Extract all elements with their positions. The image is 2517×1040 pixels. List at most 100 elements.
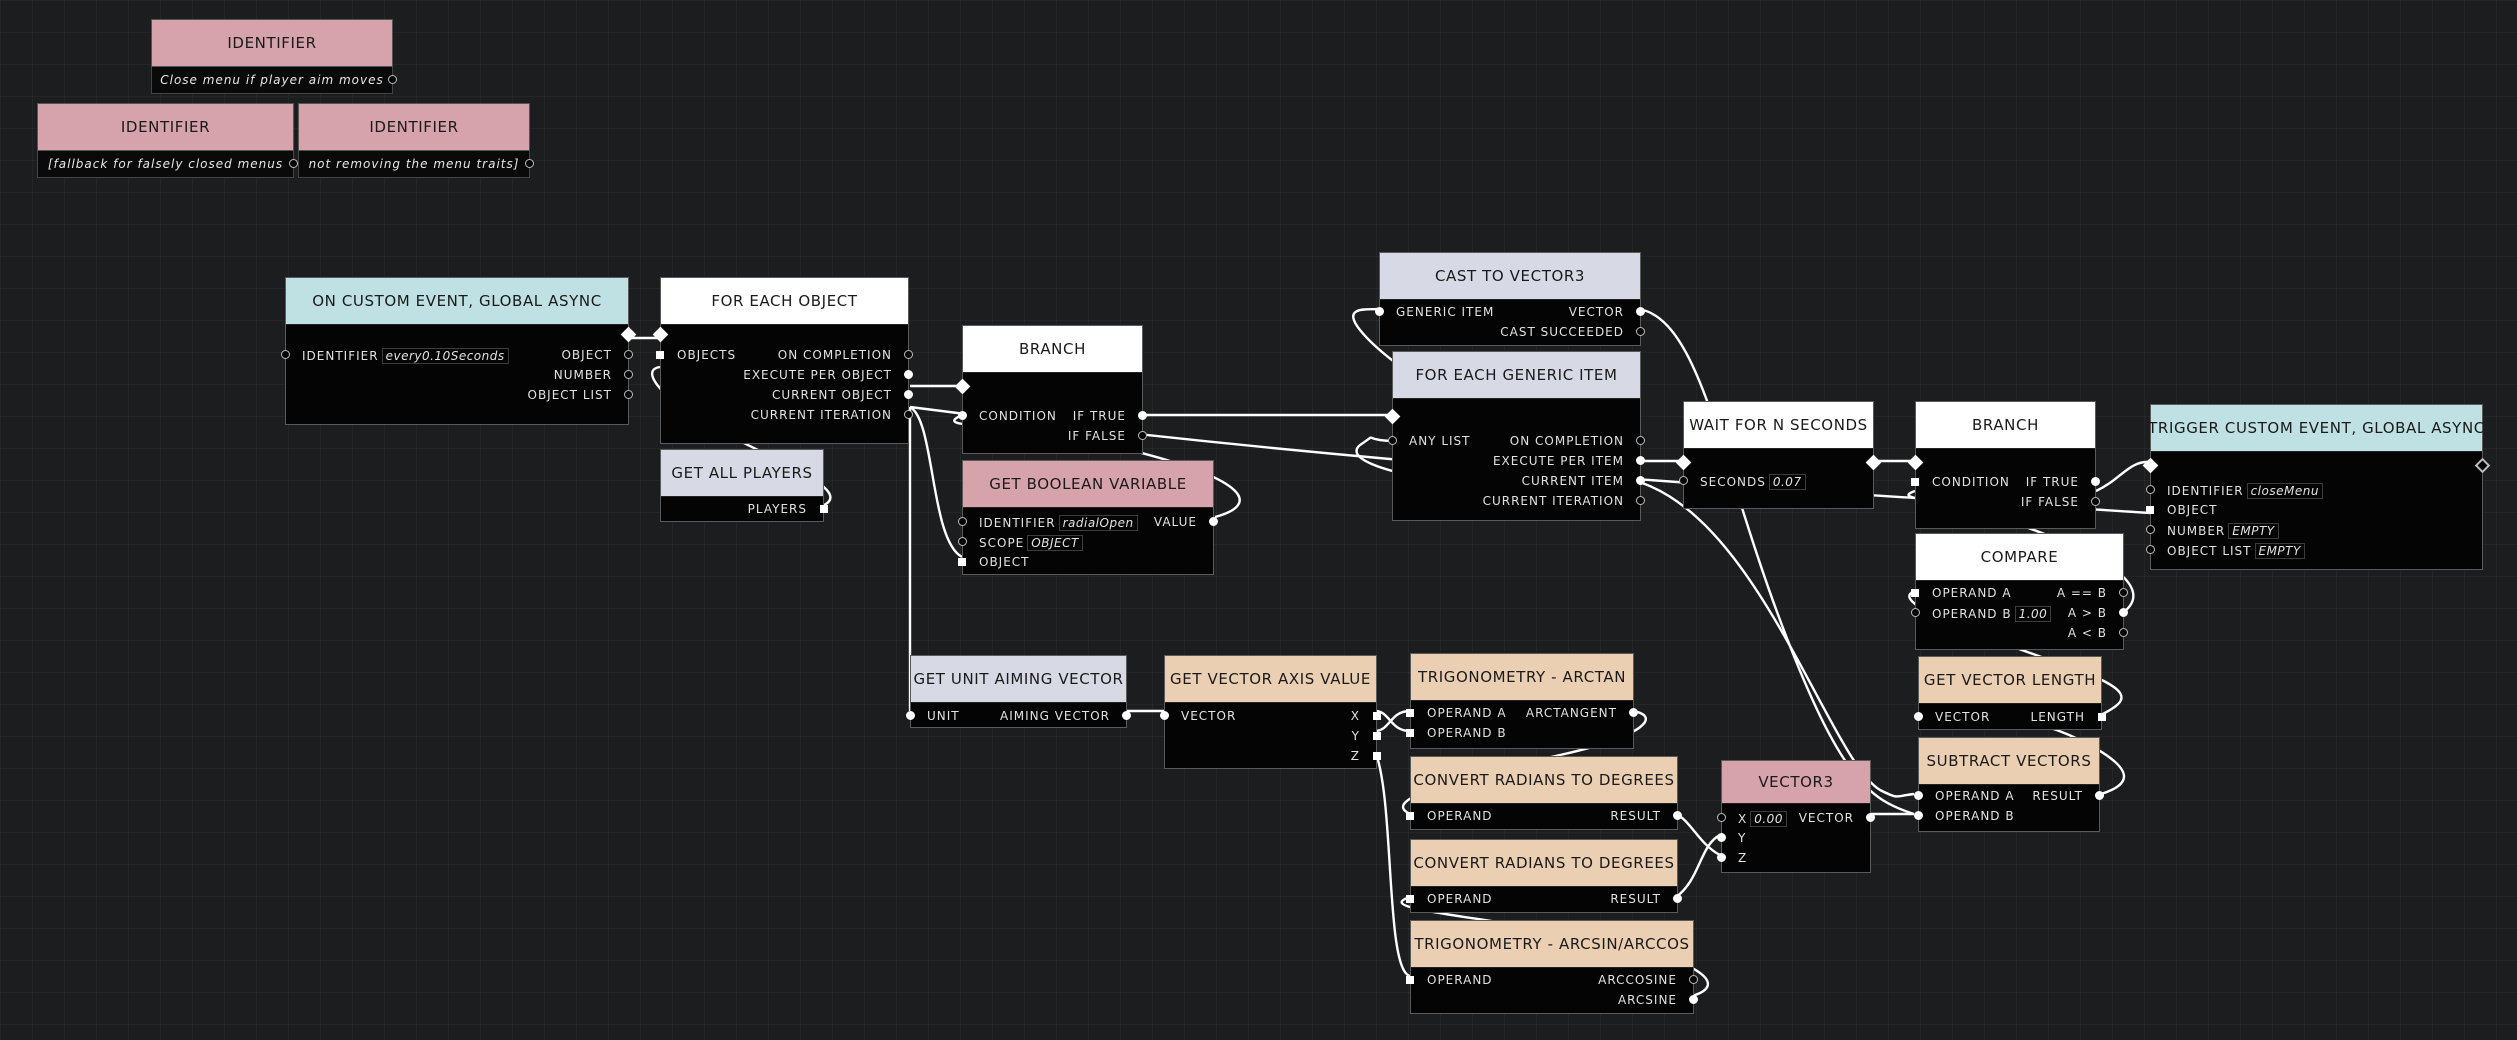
operand-b-pin[interactable]: [1911, 608, 1920, 617]
x-output-pin[interactable]: [1373, 712, 1381, 720]
object-input-pin[interactable]: [2146, 506, 2154, 514]
node-trigger-custom-event[interactable]: TRIGGER CUSTOM EVENT, GLOBAL ASYNC IDENT…: [2142, 404, 2491, 570]
comment-pin[interactable]: [525, 159, 534, 168]
execute-per-object-pin[interactable]: [904, 370, 913, 379]
operand-a-pin[interactable]: [1914, 791, 1923, 800]
node-get-vector-length[interactable]: GET VECTOR LENGTH VECTOR LENGTH: [1914, 656, 2106, 730]
identifier-value-field[interactable]: closeMenu: [2246, 483, 2323, 499]
node-subtract-vectors[interactable]: SUBTRACT VECTORS OPERAND A RESULT OPERAN…: [1914, 737, 2104, 832]
players-output-pin[interactable]: [820, 505, 828, 513]
operand-a-pin[interactable]: [1911, 589, 1919, 597]
node-convert-radians-to-degrees[interactable]: CONVERT RADIANS TO DEGREES OPERAND RESUL…: [1406, 839, 1682, 913]
vector-input-pin[interactable]: [1914, 712, 1923, 721]
if-false-pin[interactable]: [1138, 431, 1147, 440]
node-title: GET BOOLEAN VARIABLE: [963, 461, 1213, 508]
object-output-pin[interactable]: [624, 350, 633, 359]
operand-pin[interactable]: [1406, 812, 1414, 820]
current-object-pin[interactable]: [904, 390, 913, 399]
node-get-all-players[interactable]: GET ALL PLAYERS PLAYERS: [660, 449, 828, 522]
number-output-pin[interactable]: [624, 370, 633, 379]
identifier-pin[interactable]: [958, 517, 967, 526]
generic-item-pin[interactable]: [1375, 307, 1384, 316]
node-for-each-object[interactable]: FOR EACH OBJECT OBJECTS ON COMPLETION EX…: [652, 277, 913, 444]
result-output-pin[interactable]: [1673, 811, 1682, 820]
x-pin[interactable]: [1717, 813, 1726, 822]
node-get-unit-aiming-vector[interactable]: GET UNIT AIMING VECTOR UNIT AIMING VECTO…: [906, 655, 1131, 728]
arctangent-output-pin[interactable]: [1629, 708, 1638, 717]
operand-pin[interactable]: [1406, 976, 1414, 984]
if-true-pin[interactable]: [2091, 477, 2100, 486]
node-branch[interactable]: BRANCH CONDITION IF TRUE IF FALSE: [954, 325, 1147, 454]
comment-fallback[interactable]: IDENTIFIER [fallback for falsely closed …: [37, 103, 298, 178]
node-for-each-generic-item[interactable]: FOR EACH GENERIC ITEM ANY LIST ON COMPLE…: [1384, 351, 1645, 521]
any-list-pin[interactable]: [1388, 436, 1397, 445]
a-eq-b-pin[interactable]: [2119, 588, 2128, 597]
seconds-value-field[interactable]: 0.07: [1768, 474, 1806, 490]
scope-value-field[interactable]: OBJECT: [1027, 535, 1083, 551]
node-trig-arctan[interactable]: TRIGONOMETRY - ARCTAN OPERAND A ARCTANGE…: [1406, 653, 1638, 749]
object-list-output-pin[interactable]: [624, 390, 633, 399]
z-output-pin[interactable]: [1373, 752, 1381, 760]
object-list-pin[interactable]: [2146, 545, 2155, 554]
x-value-field[interactable]: 0.00: [1750, 811, 1787, 827]
condition-input-pin[interactable]: [1911, 478, 1919, 486]
result-output-pin[interactable]: [1673, 894, 1682, 903]
object-list-value-field[interactable]: EMPTY: [2254, 543, 2305, 559]
node-convert-radians-to-degrees[interactable]: CONVERT RADIANS TO DEGREES OPERAND RESUL…: [1406, 756, 1682, 830]
node-trig-arcsin-arccos[interactable]: TRIGONOMETRY - ARCSIN/ARCCOS OPERAND ARC…: [1406, 920, 1698, 1014]
identifier-pin[interactable]: [2146, 485, 2155, 494]
scope-pin[interactable]: [958, 537, 967, 546]
operand-a-pin[interactable]: [1406, 709, 1414, 717]
number-pin[interactable]: [2146, 525, 2155, 534]
unit-input-pin[interactable]: [906, 711, 915, 720]
arccosine-output-pin[interactable]: [1689, 975, 1698, 984]
node-branch[interactable]: BRANCH CONDITION IF TRUE IF FALSE: [1907, 401, 2100, 529]
identifier-pin[interactable]: [281, 350, 290, 359]
identifier-value-field[interactable]: every0.10Seconds: [381, 348, 509, 364]
on-completion-pin[interactable]: [904, 350, 913, 359]
comment-pin[interactable]: [289, 159, 298, 168]
vector-output-pin[interactable]: [1636, 307, 1645, 316]
seconds-pin[interactable]: [1679, 476, 1688, 485]
y-output-pin[interactable]: [1373, 732, 1381, 740]
condition-input-pin[interactable]: [958, 411, 967, 420]
execute-per-item-pin[interactable]: [1636, 456, 1645, 465]
if-false-pin[interactable]: [2091, 497, 2100, 506]
if-true-pin[interactable]: [1138, 411, 1147, 420]
current-iteration-pin[interactable]: [1636, 496, 1645, 505]
comment-not-removing[interactable]: IDENTIFIER not removing the menu traits]: [298, 103, 534, 178]
z-pin[interactable]: [1717, 853, 1726, 862]
node-get-vector-axis-value[interactable]: GET VECTOR AXIS VALUE VECTOR X Y Z: [1160, 655, 1381, 769]
current-iteration-pin[interactable]: [904, 410, 913, 419]
a-gt-b-pin[interactable]: [2119, 608, 2128, 617]
vector-input-pin[interactable]: [1160, 711, 1169, 720]
on-completion-pin[interactable]: [1636, 436, 1645, 445]
y-pin[interactable]: [1717, 833, 1726, 842]
arcsine-output-pin[interactable]: [1689, 995, 1698, 1004]
node-title: GET UNIT AIMING VECTOR: [911, 656, 1126, 703]
operand-b-pin[interactable]: [1406, 729, 1414, 737]
operand-pin[interactable]: [1406, 895, 1414, 903]
cast-succeeded-pin[interactable]: [1636, 327, 1645, 336]
length-output-pin[interactable]: [2098, 713, 2106, 721]
aiming-vector-output-pin[interactable]: [1122, 711, 1131, 720]
operand-b-value-field[interactable]: 1.00: [2014, 606, 2052, 622]
value-output-pin[interactable]: [1209, 517, 1218, 526]
number-value-field[interactable]: EMPTY: [2228, 523, 2279, 539]
objects-input-pin[interactable]: [656, 351, 664, 359]
result-output-pin[interactable]: [2095, 791, 2104, 800]
current-item-pin[interactable]: [1636, 476, 1645, 485]
node-on-custom-event[interactable]: ON CUSTOM EVENT, GLOBAL ASYNC IDENTIFIER…: [281, 277, 637, 425]
comment-close-menu[interactable]: IDENTIFIER Close menu if player aim move…: [151, 19, 397, 94]
node-cast-to-vector3[interactable]: CAST TO VECTOR3 GENERIC ITEM VECTOR CAST…: [1375, 252, 1645, 346]
identifier-value-field[interactable]: radialOpen: [1058, 515, 1138, 531]
a-lt-b-pin[interactable]: [2119, 628, 2128, 637]
vector-output-pin[interactable]: [1866, 813, 1875, 822]
operand-b-pin[interactable]: [1914, 811, 1923, 820]
comment-pin[interactable]: [388, 75, 397, 84]
object-input-pin[interactable]: [958, 558, 966, 566]
